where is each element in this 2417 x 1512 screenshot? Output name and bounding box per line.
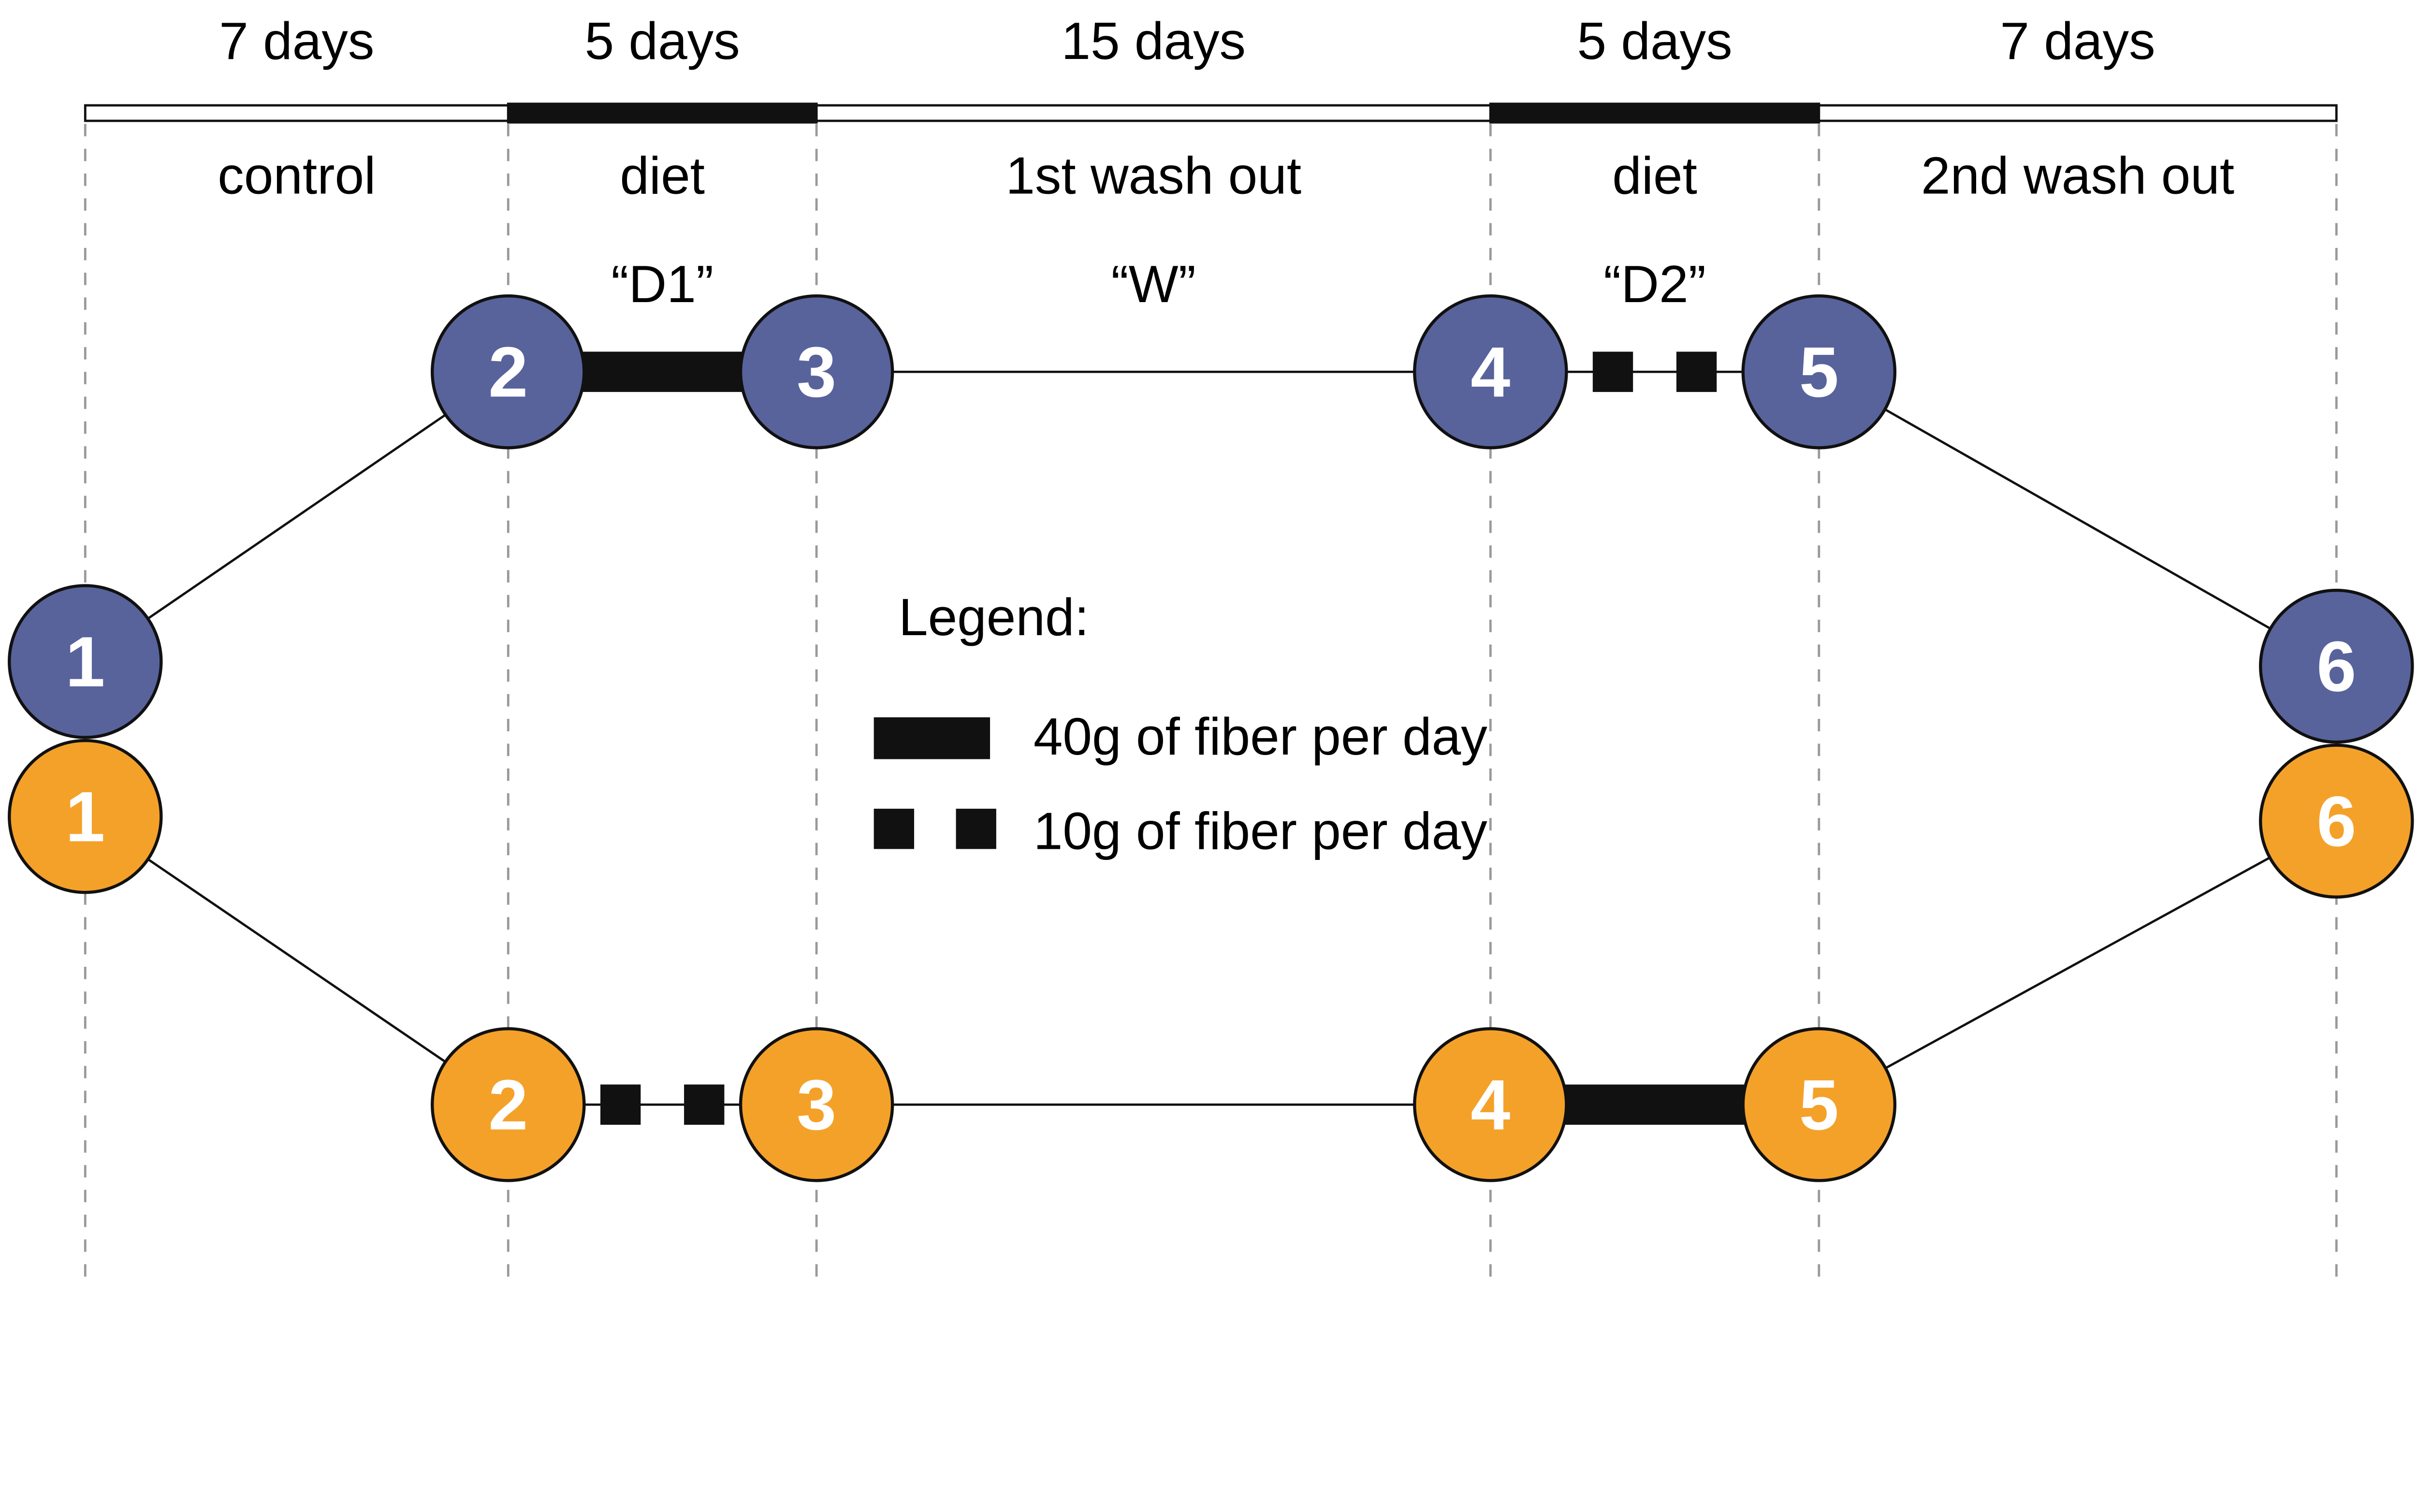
group-b-link [84, 815, 509, 1106]
period-duration-label: 5 days [585, 12, 740, 71]
timeline-segment [507, 102, 818, 124]
period-code-label: “D2” [1603, 255, 1706, 314]
group-b-sample-node [2259, 743, 2414, 899]
timeline-segment [815, 104, 1492, 122]
period-duration-label: 7 days [2000, 12, 2155, 71]
group-a-sample-number: 2 [488, 333, 528, 412]
group-a-link [84, 371, 509, 663]
timeline-segment [1818, 104, 2338, 122]
group-a-sample-node [431, 294, 586, 450]
group-a-sample-number: 1 [65, 623, 105, 702]
legend-dashed-swatch-a [874, 809, 915, 849]
period-duration-label: 7 days [219, 12, 374, 71]
group-a-sample-number: 3 [797, 333, 836, 412]
period-duration-label: 5 days [1577, 12, 1733, 71]
group-a-sample-node [2259, 588, 2414, 744]
group-b-sample-number: 6 [2316, 782, 2356, 861]
fiber-10g-marker [684, 1084, 725, 1125]
period-phase-label: control [218, 146, 376, 205]
period-code-label: “W” [1111, 255, 1195, 314]
fiber-10g-marker [1592, 351, 1633, 392]
group-a-sample-node [1741, 294, 1897, 450]
group-a-sample-node [1413, 294, 1568, 450]
group-b-sample-node [1741, 1027, 1897, 1182]
legend-solid-label: 40g of fiber per day [1034, 707, 1487, 766]
period-duration-label: 15 days [1061, 12, 1246, 71]
period-code-label: “D1” [611, 255, 713, 314]
group-b-sample-number: 2 [488, 1066, 528, 1145]
group-b-sample-number: 3 [797, 1066, 836, 1145]
group-b-sample-number: 4 [1471, 1066, 1510, 1145]
group-b-sample-number: 1 [65, 777, 105, 857]
group-a-sample-number: 6 [2316, 627, 2356, 706]
period-phase-label: 1st wash out [1005, 146, 1301, 205]
fiber-10g-marker [1676, 351, 1717, 392]
group-b-sample-node [739, 1027, 894, 1182]
group-a-sample-node [8, 584, 163, 739]
group-b-sample-number: 5 [1799, 1066, 1839, 1145]
timeline-segment [1489, 102, 1820, 124]
timeline-segment [84, 104, 510, 122]
group-a-sample-number: 5 [1799, 333, 1839, 412]
legend-title: Legend: [899, 588, 1089, 647]
period-phase-label: 2nd wash out [1921, 146, 2234, 205]
period-phase-label: diet [1612, 146, 1697, 205]
legend-dashed-label: 10g of fiber per day [1034, 801, 1487, 860]
fiber-10g-marker [600, 1084, 641, 1125]
group-b-sample-node [8, 739, 163, 894]
group-b-sample-node [431, 1027, 586, 1182]
group-a-sample-node [739, 294, 894, 450]
group-a-link [1818, 371, 2337, 668]
legend-solid-swatch [874, 717, 990, 759]
group-b-sample-node [1413, 1027, 1568, 1182]
group-a-sample-number: 4 [1471, 333, 1510, 412]
period-phase-label: diet [620, 146, 705, 205]
group-b-link [1818, 820, 2337, 1106]
legend-dashed-swatch-b [956, 809, 996, 849]
